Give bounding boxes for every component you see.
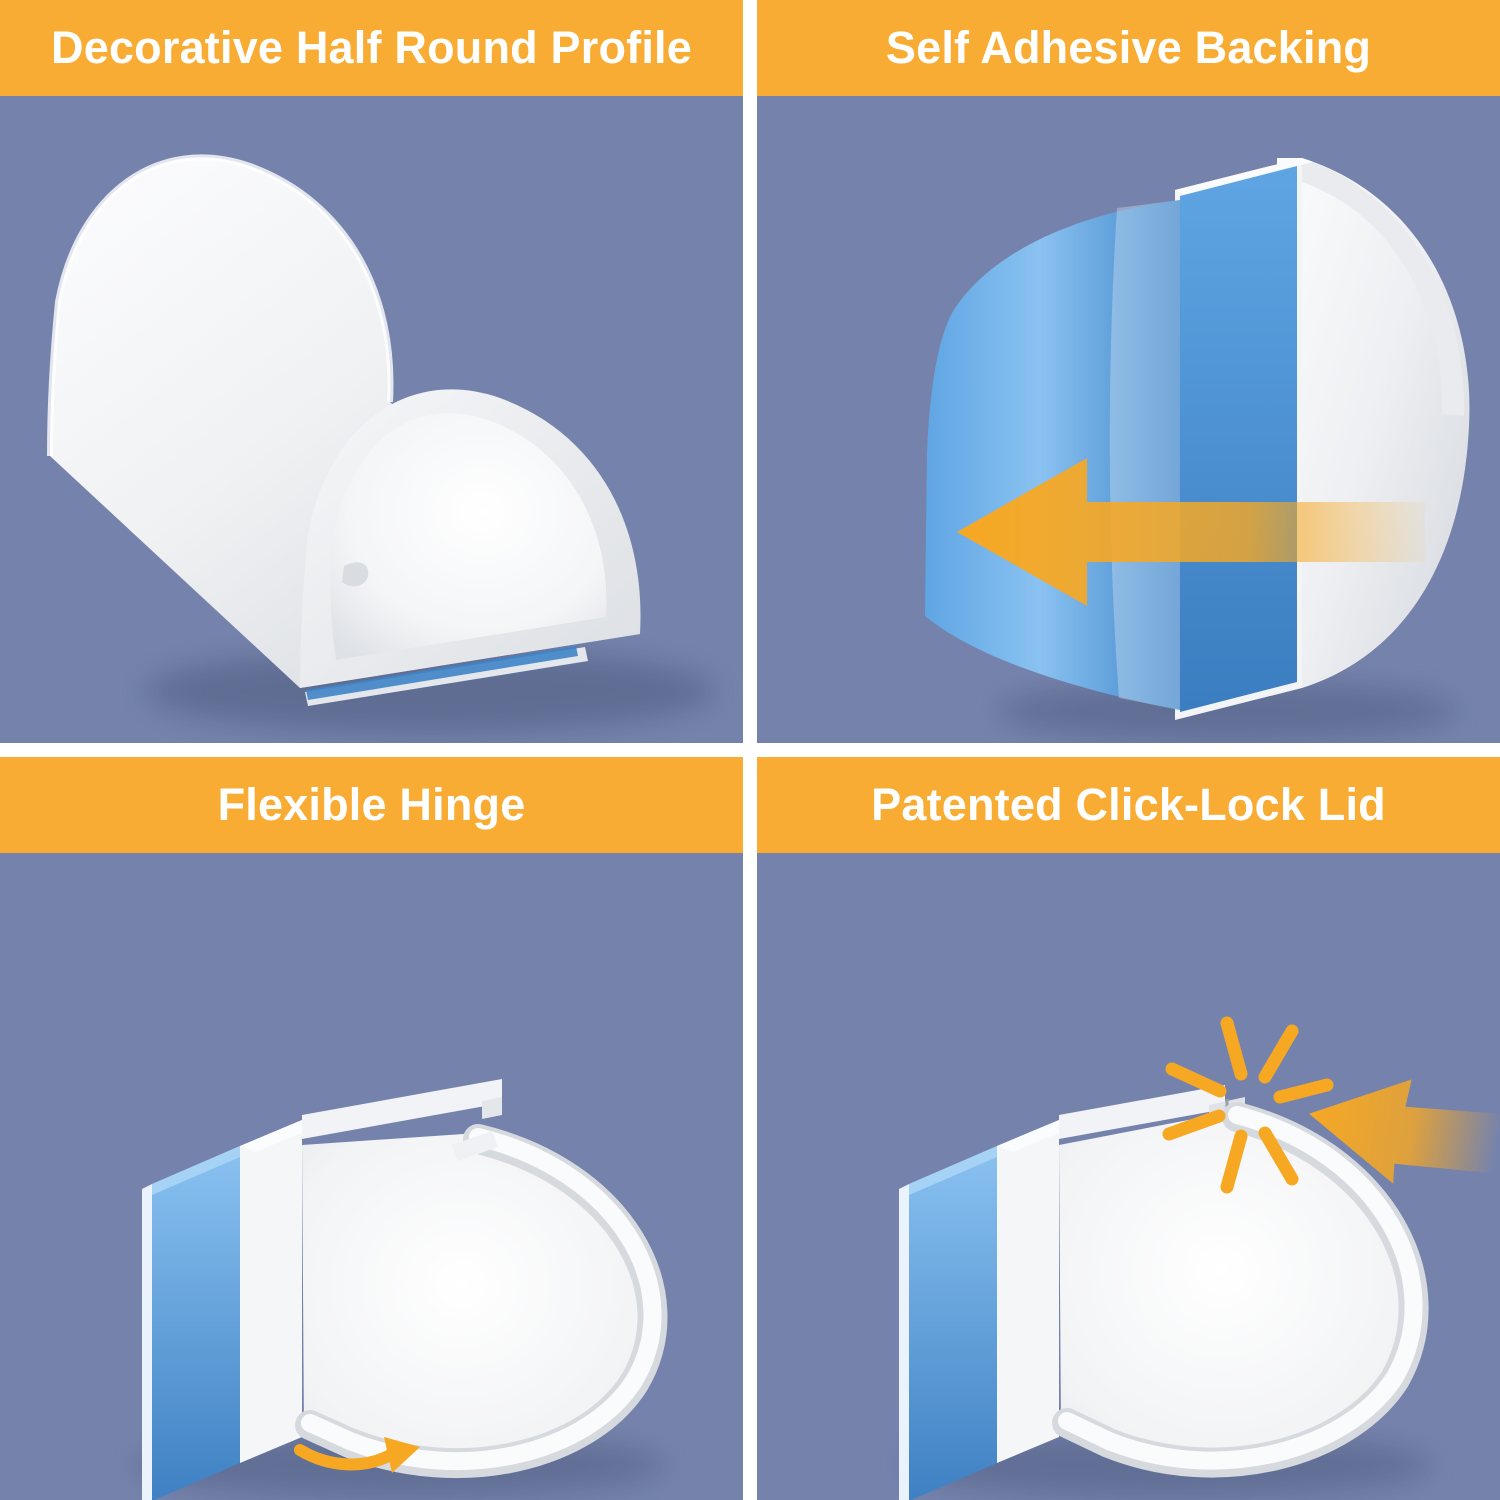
lid-top-rim	[1302, 158, 1465, 416]
closed-channel-cross-section	[899, 1016, 1500, 1500]
back-plate	[997, 1120, 1059, 1463]
panel-click-lock-lid: Patented Click-Lock Lid	[757, 757, 1500, 1500]
hinge-rotation-arrow	[294, 1444, 398, 1471]
channel-opening	[330, 412, 607, 660]
channel-interior	[1059, 1111, 1421, 1467]
hinge-rotation-arrowhead	[384, 1437, 420, 1473]
adhesive-back-panel	[152, 1146, 240, 1500]
adhesive-top-face	[909, 1146, 997, 1195]
panel-title-bar: Self Adhesive Backing	[757, 0, 1500, 96]
press-direction-arrow	[1309, 1079, 1500, 1184]
panel-flexible-hinge: Flexible Hinge	[0, 757, 743, 1500]
back-plate-top-face	[240, 1120, 318, 1152]
inner-retaining-lip	[342, 562, 369, 587]
drop-shadow	[997, 681, 1457, 741]
liner-edge	[899, 1184, 909, 1500]
lid-top-hook	[452, 1131, 498, 1161]
panel-title-bar: Decorative Half Round Profile	[0, 0, 743, 96]
back-plate-top-face	[997, 1120, 1075, 1152]
lid-rim	[301, 1128, 662, 1471]
lid-rim	[1058, 1106, 1423, 1470]
click-starburst-icon	[1162, 1016, 1334, 1194]
panel-title: Decorative Half Round Profile	[51, 22, 692, 73]
fixed-top-lip	[1059, 1085, 1225, 1139]
click-lock-illustration	[757, 853, 1500, 1500]
adhesive-back-panel	[909, 1146, 997, 1500]
fixed-top-lip	[302, 1079, 502, 1139]
liner-edge	[142, 1184, 152, 1500]
liner-curl-highlight	[1109, 200, 1180, 710]
exposed-adhesive	[1180, 166, 1297, 712]
panel-title: Self Adhesive Backing	[885, 22, 1372, 73]
panel-title: Flexible Hinge	[217, 779, 526, 830]
fixed-lip-hook	[482, 1097, 502, 1119]
panel-self-adhesive-backing: Self Adhesive Backing	[757, 0, 1500, 743]
panel-title: Patented Click-Lock Lid	[871, 779, 1386, 830]
channel-interior	[302, 1133, 658, 1470]
panel-half-round-profile: Decorative Half Round Profile	[0, 0, 743, 743]
adhesive-liner	[925, 200, 1180, 710]
panel-title-bar: Flexible Hinge	[0, 757, 743, 853]
adhesive-backing-3d	[925, 158, 1470, 741]
open-channel-cross-section	[135, 1079, 668, 1500]
flexible-hinge-illustration	[0, 853, 743, 1500]
channel-back-top-edge	[1175, 158, 1313, 195]
back-plate	[240, 1120, 302, 1463]
adhesive-top-face	[152, 1146, 240, 1195]
half-round-profile-illustration	[0, 96, 743, 743]
adhesive-strip-edge	[306, 646, 578, 700]
half-round-channel-3d	[47, 154, 715, 733]
lid-curved-surface	[1277, 158, 1470, 688]
panel-title-bar: Patented Click-Lock Lid	[757, 757, 1500, 853]
channel-far-rim	[47, 154, 394, 457]
adhesive-backing-illustration	[757, 96, 1500, 743]
peel-direction-left-arrow	[957, 458, 1425, 606]
